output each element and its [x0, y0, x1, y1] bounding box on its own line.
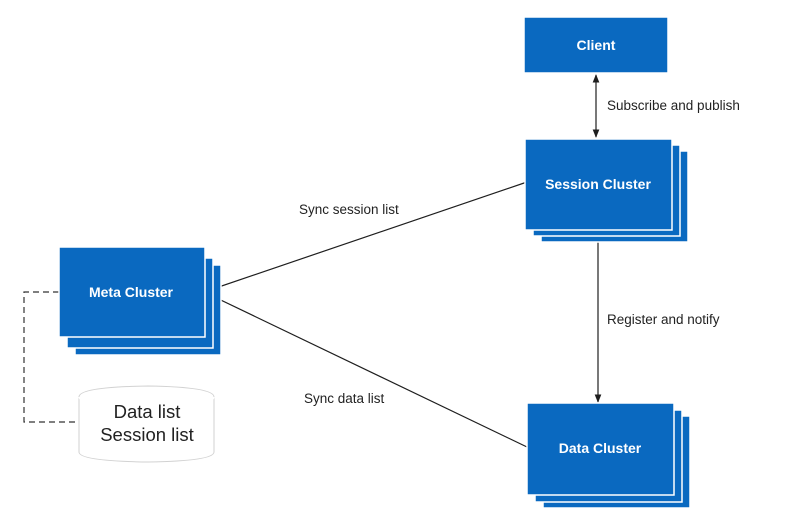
edge-label-sync-data-list: Sync data list [304, 391, 385, 406]
storage-cylinder: Data list Session list [78, 385, 215, 463]
meta-session-connector [203, 181, 528, 293]
store-session-list: Session list [100, 424, 194, 445]
session-cluster-label: Session Cluster [545, 176, 651, 192]
meta-store-dashed-connector [23, 291, 78, 423]
meta-data-connector [203, 291, 528, 448]
client-node: Client [523, 16, 669, 74]
edge-label-register-notify: Register and notify [607, 312, 720, 327]
data-cluster-label: Data Cluster [559, 440, 642, 456]
meta-cluster-node: Meta Cluster [58, 246, 222, 356]
client-label: Client [577, 37, 616, 53]
data-cluster-node: Data Cluster [526, 402, 691, 509]
edge-label-sync-session-list: Sync session list [299, 202, 399, 217]
meta-cluster-label: Meta Cluster [89, 284, 174, 300]
store-data-list: Data list [114, 401, 181, 422]
session-cluster-node: Session Cluster [524, 138, 689, 243]
edge-label-subscribe-publish: Subscribe and publish [607, 98, 740, 113]
